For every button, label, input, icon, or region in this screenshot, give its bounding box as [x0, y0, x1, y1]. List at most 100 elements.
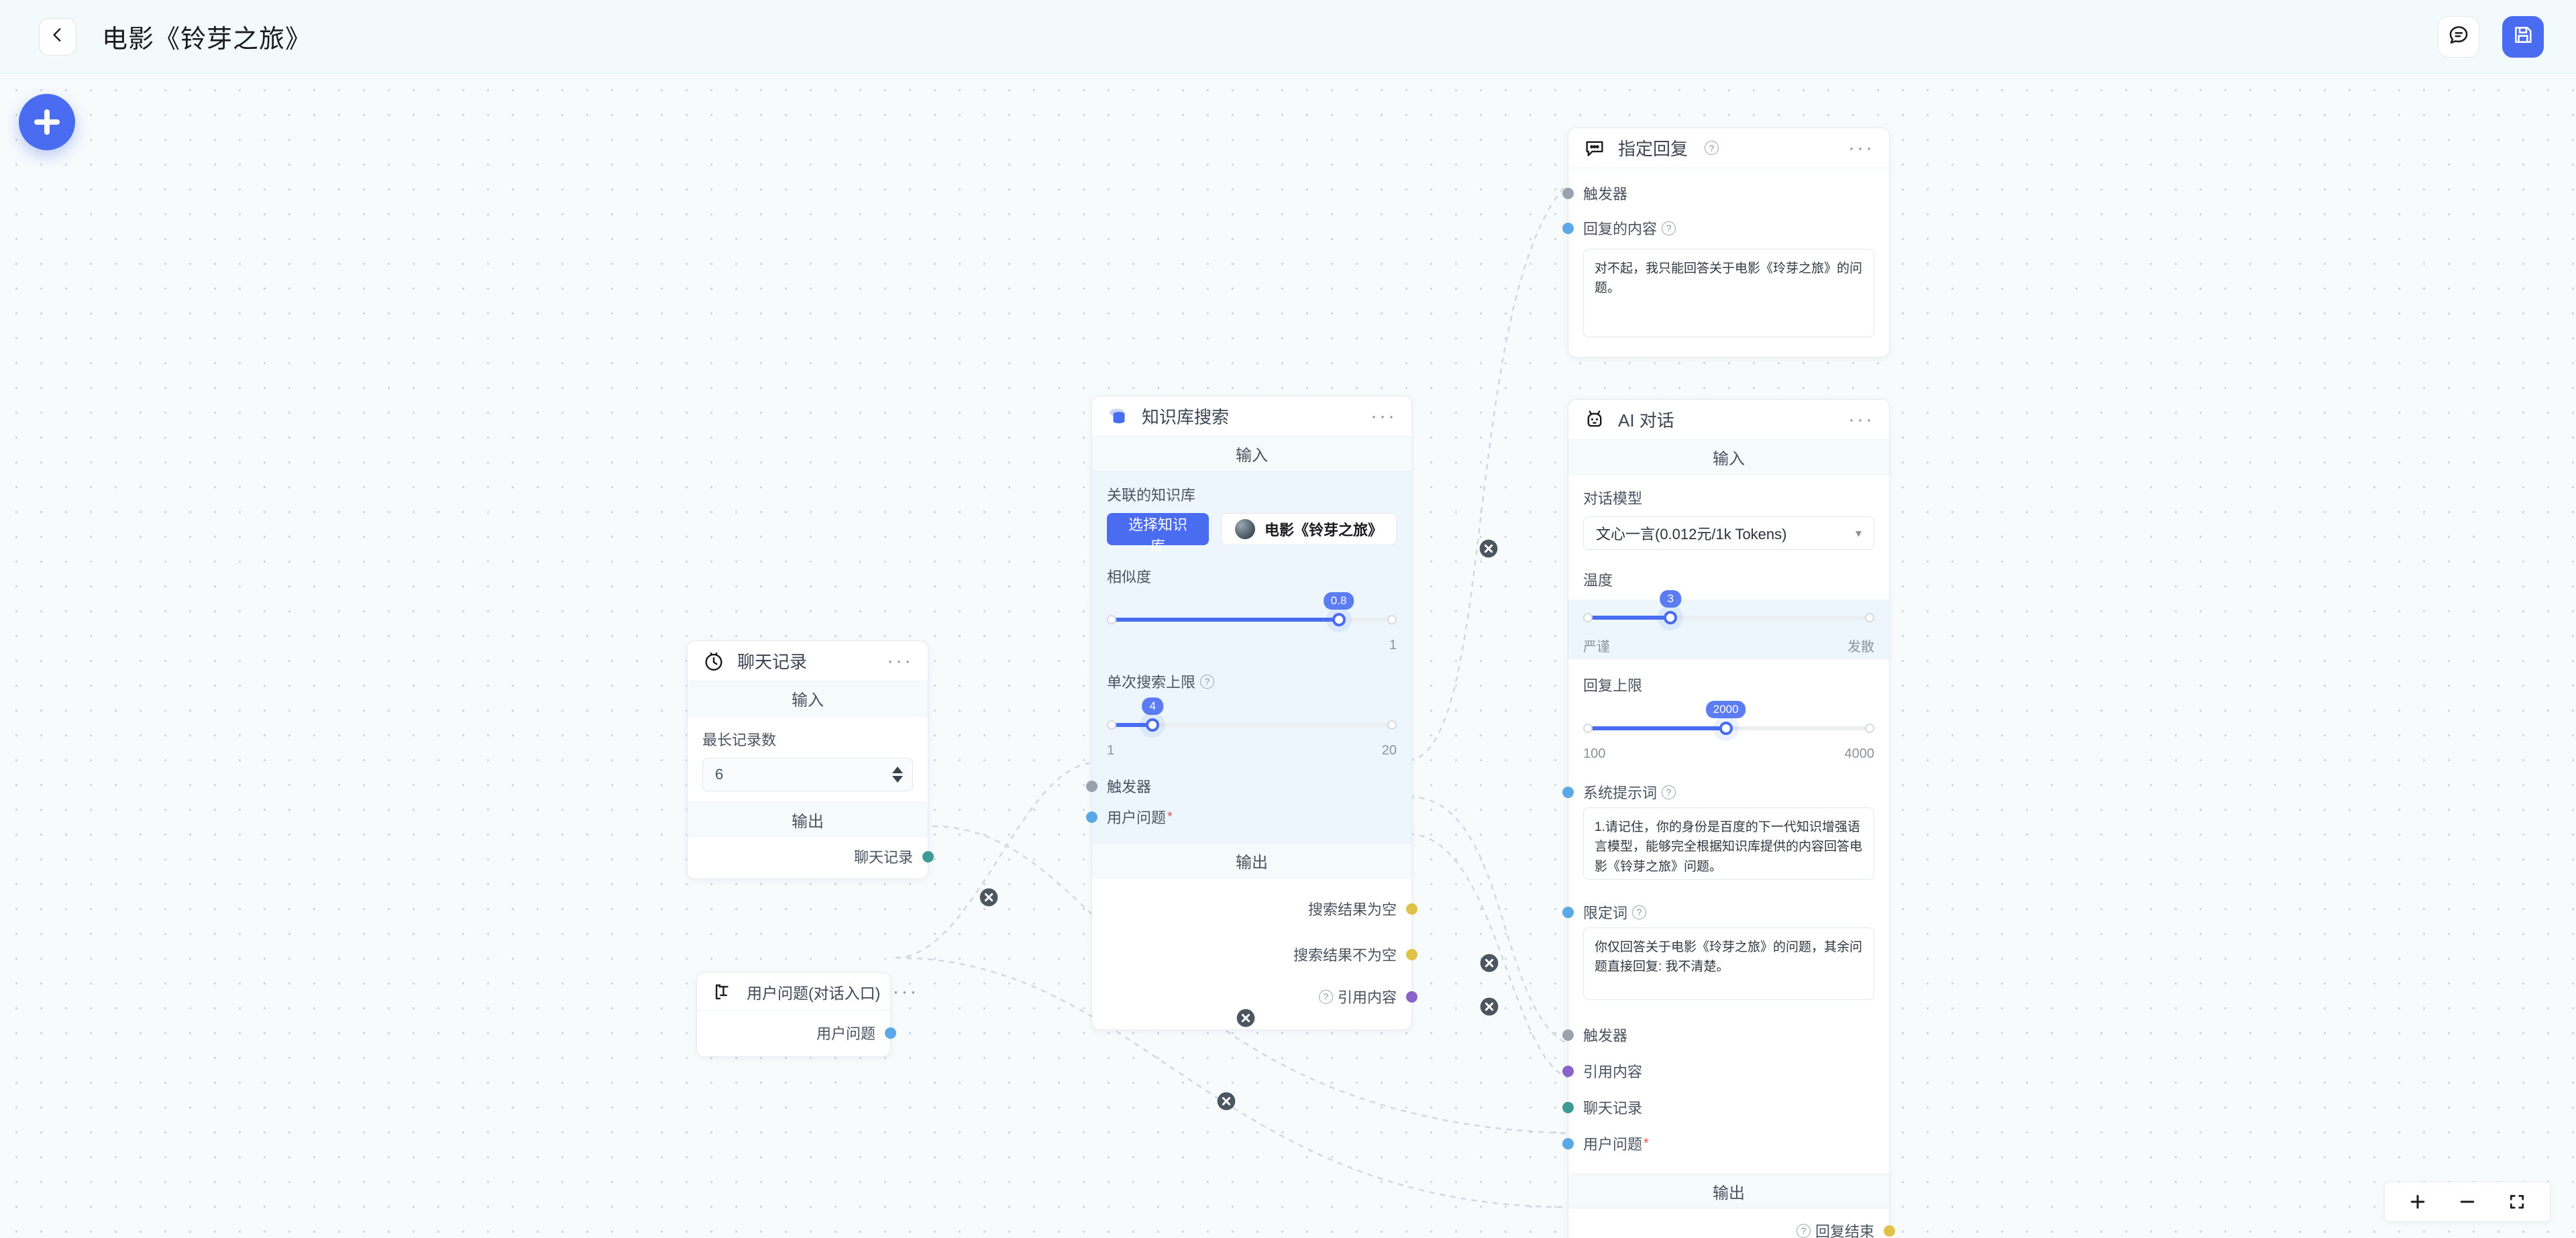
- port-chat-history-out[interactable]: 聊天记录: [702, 841, 934, 872]
- edge-delete-button[interactable]: [978, 887, 1000, 908]
- help-icon[interactable]: ?: [1632, 905, 1647, 919]
- node-menu-button[interactable]: ···: [1848, 408, 1874, 431]
- port-label: 聊天记录: [853, 849, 913, 866]
- stepper[interactable]: [892, 767, 903, 783]
- port-dot-yellow-icon[interactable]: [1406, 903, 1417, 915]
- node-menu-button[interactable]: ···: [887, 649, 913, 672]
- edge-delete-button[interactable]: [1235, 1007, 1256, 1029]
- zoom-out-button[interactable]: [2457, 1192, 2477, 1212]
- slider-start-handle: [1107, 615, 1116, 624]
- system-prompt-textarea[interactable]: [1583, 807, 1874, 880]
- node-knowledge-search[interactable]: 知识库搜索 ··· 输入 关联的知识库 选择知识库 电影《铃芽之旅》 相似度: [1086, 396, 1417, 1030]
- port-dot-blue-icon[interactable]: [1562, 906, 1574, 918]
- port-dot-blue-icon[interactable]: [1562, 222, 1574, 234]
- temperature-min-label: 严谨: [1583, 640, 1610, 655]
- save-button[interactable]: [2502, 15, 2544, 58]
- slider-rail: [1583, 616, 1874, 620]
- model-select[interactable]: 文心一言(0.012元/1k Tokens) ▾: [1583, 516, 1874, 550]
- port-dot-teal-icon[interactable]: [922, 850, 934, 862]
- max-records-input[interactable]: 6: [702, 758, 913, 791]
- port-user-question-out[interactable]: 用户问题: [712, 1017, 896, 1048]
- node-user-question[interactable]: 用户问题(对话入口) ··· 用户问题: [696, 972, 916, 1057]
- search-limit-value-bubble: 4: [1142, 697, 1163, 715]
- port-result-not-empty-out[interactable]: 搜索结果不为空: [1107, 932, 1417, 977]
- temperature-block: 3 严谨 发散: [1568, 590, 1889, 659]
- required-marker: *: [1167, 809, 1173, 824]
- help-icon[interactable]: ?: [1705, 141, 1719, 155]
- reply-content-textarea[interactable]: [1583, 249, 1874, 337]
- port-user-question-in[interactable]: 用户问题*: [1562, 1128, 1874, 1159]
- back-button[interactable]: [39, 17, 76, 56]
- add-node-button[interactable]: [19, 94, 75, 150]
- port-dot-gray-icon[interactable]: [1086, 780, 1097, 792]
- port-reply-end-out[interactable]: ? 回复结束: [1583, 1215, 1895, 1238]
- knowledge-base-chip[interactable]: 电影《铃芽之旅》: [1220, 513, 1397, 545]
- slider-end-handle: [1387, 615, 1397, 624]
- help-icon[interactable]: ?: [1796, 1223, 1811, 1238]
- stepper-down-icon[interactable]: [892, 776, 903, 783]
- port-dot-purple-icon[interactable]: [1406, 991, 1417, 1003]
- slider-fill: [1107, 618, 1339, 622]
- help-icon[interactable]: ?: [1662, 221, 1676, 235]
- search-limit-slider[interactable]: 4: [1107, 697, 1397, 742]
- select-knowledge-base-button[interactable]: 选择知识库: [1107, 513, 1209, 555]
- node-menu-button[interactable]: ···: [892, 980, 919, 1003]
- port-dot-gray-icon[interactable]: [1562, 1029, 1574, 1041]
- node-menu-button[interactable]: ···: [1848, 136, 1874, 159]
- workflow-canvas[interactable]: 聊天记录 ··· 输入 最长记录数 6 输出 聊天记录: [0, 74, 2576, 1238]
- port-dot-blue-icon[interactable]: [1562, 786, 1574, 798]
- port-reference-content-in[interactable]: 引用内容: [1562, 1056, 1874, 1086]
- reply-limit-slider[interactable]: 2000: [1583, 701, 1874, 745]
- similarity-slider[interactable]: 0.8: [1107, 592, 1397, 636]
- help-icon[interactable]: ?: [1662, 785, 1676, 799]
- node-menu-button[interactable]: ···: [1371, 404, 1397, 427]
- port-dot-blue-icon[interactable]: [1562, 1137, 1574, 1149]
- port-user-question-in[interactable]: 用户问题*: [1086, 801, 1397, 832]
- search-limit-knob[interactable]: [1146, 718, 1160, 732]
- slider-start-handle: [1583, 724, 1593, 733]
- model-value: 文心一言(0.012元/1k Tokens): [1596, 526, 1787, 543]
- port-qualifier-in[interactable]: 限定词 ?: [1562, 897, 1874, 927]
- port-label: 用户问题: [1107, 809, 1167, 826]
- edge-delete-button[interactable]: [1216, 1090, 1237, 1112]
- port-dot-teal-icon[interactable]: [1562, 1101, 1574, 1113]
- edge-delete-button[interactable]: [1479, 996, 1500, 1017]
- port-trigger-in[interactable]: 触发器: [1562, 178, 1874, 209]
- similarity-knob[interactable]: [1332, 613, 1346, 626]
- node-ai-chat[interactable]: AI 对话 ··· 输入 对话模型 文心一言(0.012元/1k Tokens)…: [1562, 399, 1895, 1238]
- qualifier-textarea[interactable]: [1583, 927, 1874, 1000]
- slider-start-handle: [1583, 613, 1593, 622]
- node-chat-history[interactable]: 聊天记录 ··· 输入 最长记录数 6 输出 聊天记录: [687, 640, 934, 879]
- help-icon[interactable]: ?: [1200, 674, 1215, 689]
- edge-delete-button[interactable]: [1479, 952, 1500, 974]
- port-chat-history-in[interactable]: 聊天记录: [1562, 1092, 1874, 1123]
- port-dot-blue-icon[interactable]: [885, 1027, 896, 1039]
- port-dot-blue-icon[interactable]: [1086, 811, 1097, 823]
- reply-limit-label: 回复上限: [1583, 677, 1643, 694]
- temperature-slider[interactable]: 3: [1583, 590, 1874, 634]
- temperature-knob[interactable]: [1664, 611, 1678, 624]
- kb-avatar: [1234, 519, 1255, 539]
- zoom-in-button[interactable]: [2408, 1192, 2428, 1212]
- user-question-outputs: 用户问题: [697, 1011, 896, 1056]
- port-dot-gray-icon[interactable]: [1562, 187, 1574, 199]
- temperature-scale: 严谨 发散: [1583, 636, 1874, 655]
- help-icon[interactable]: ?: [1318, 989, 1333, 1004]
- fit-screen-button[interactable]: [2507, 1192, 2527, 1212]
- reply-limit-value-bubble: 2000: [1705, 701, 1746, 718]
- port-dot-purple-icon[interactable]: [1562, 1065, 1574, 1077]
- reply-limit-knob[interactable]: [1719, 722, 1733, 735]
- port-trigger-in[interactable]: 触发器: [1562, 1019, 1874, 1050]
- edge-delete-button[interactable]: [1478, 538, 1499, 559]
- port-trigger-in[interactable]: 触发器: [1086, 771, 1397, 801]
- port-result-empty-out[interactable]: 搜索结果为空: [1107, 886, 1417, 932]
- comment-button[interactable]: [2438, 15, 2479, 58]
- reply-limit-max-label: 4000: [1844, 746, 1875, 761]
- port-dot-yellow-icon[interactable]: [1884, 1225, 1895, 1237]
- port-dot-yellow-icon[interactable]: [1406, 948, 1417, 960]
- node-fixed-reply[interactable]: 指定回复 ? ··· 触发器 回复的内容 ?: [1562, 127, 1890, 357]
- port-system-prompt-in[interactable]: 系统提示词 ?: [1562, 777, 1874, 807]
- port-reply-content-in[interactable]: 回复的内容 ?: [1562, 213, 1874, 243]
- stepper-up-icon[interactable]: [892, 767, 903, 773]
- slider-end-handle: [1865, 724, 1874, 733]
